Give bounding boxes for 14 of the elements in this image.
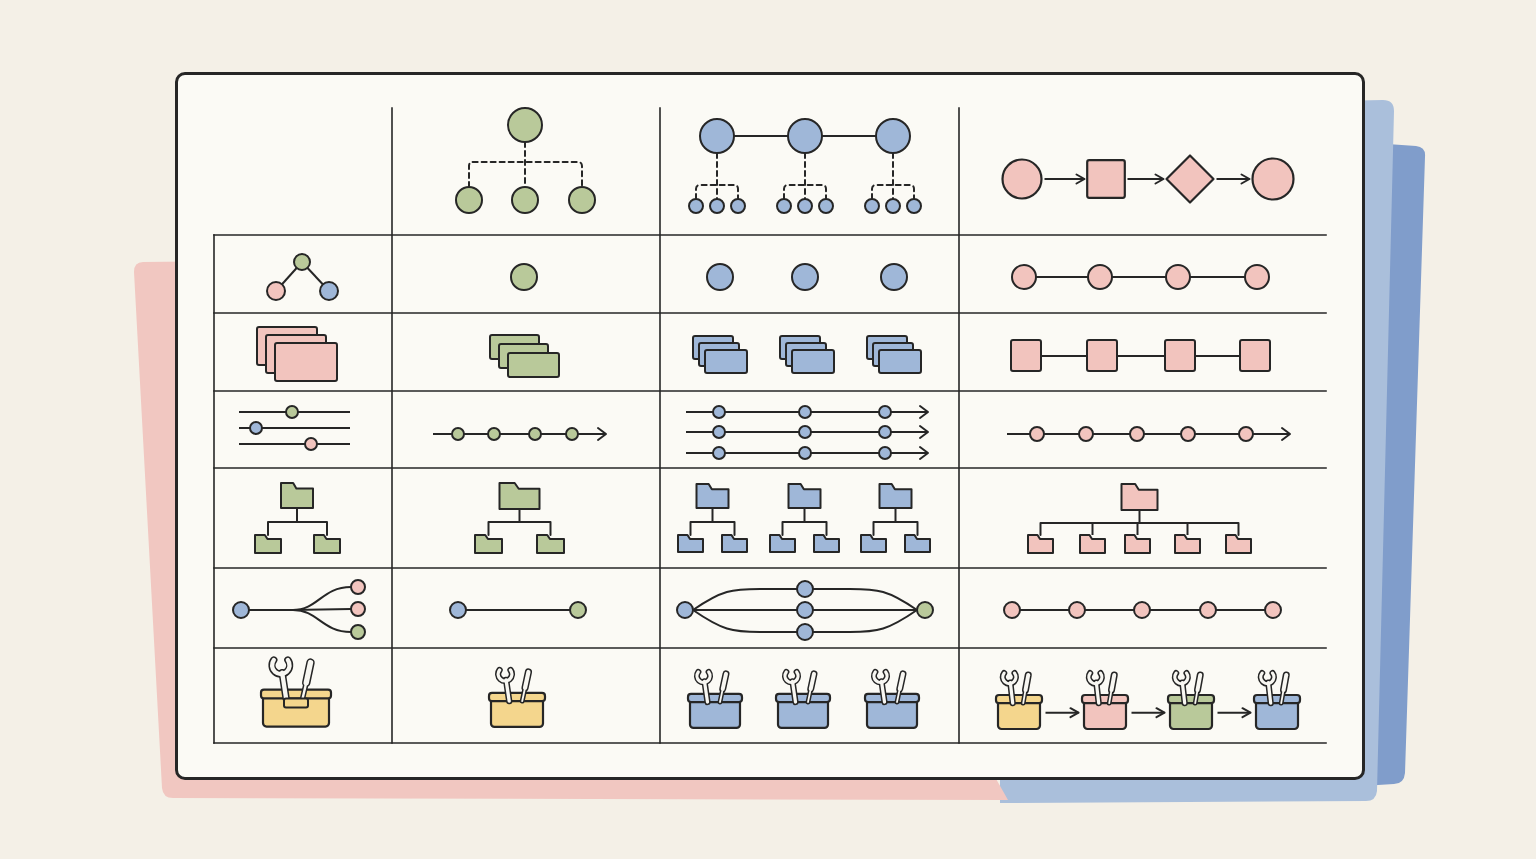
- diamond-node: [1165, 154, 1215, 204]
- arrow: [1130, 707, 1166, 719]
- arrow: [1215, 173, 1251, 185]
- toolbox-picture: [1252, 668, 1302, 731]
- arrow: [1216, 707, 1252, 719]
- toolbox-picture: [994, 668, 1044, 731]
- arrow: [1044, 707, 1080, 719]
- toolbox-picture: [1080, 668, 1130, 731]
- arrow: [1126, 173, 1165, 185]
- square-node: [1086, 159, 1126, 199]
- toolbox-picture: [1166, 668, 1216, 731]
- arrow: [1043, 173, 1086, 185]
- circle-node: [1251, 157, 1295, 201]
- circle-node: [1001, 158, 1043, 200]
